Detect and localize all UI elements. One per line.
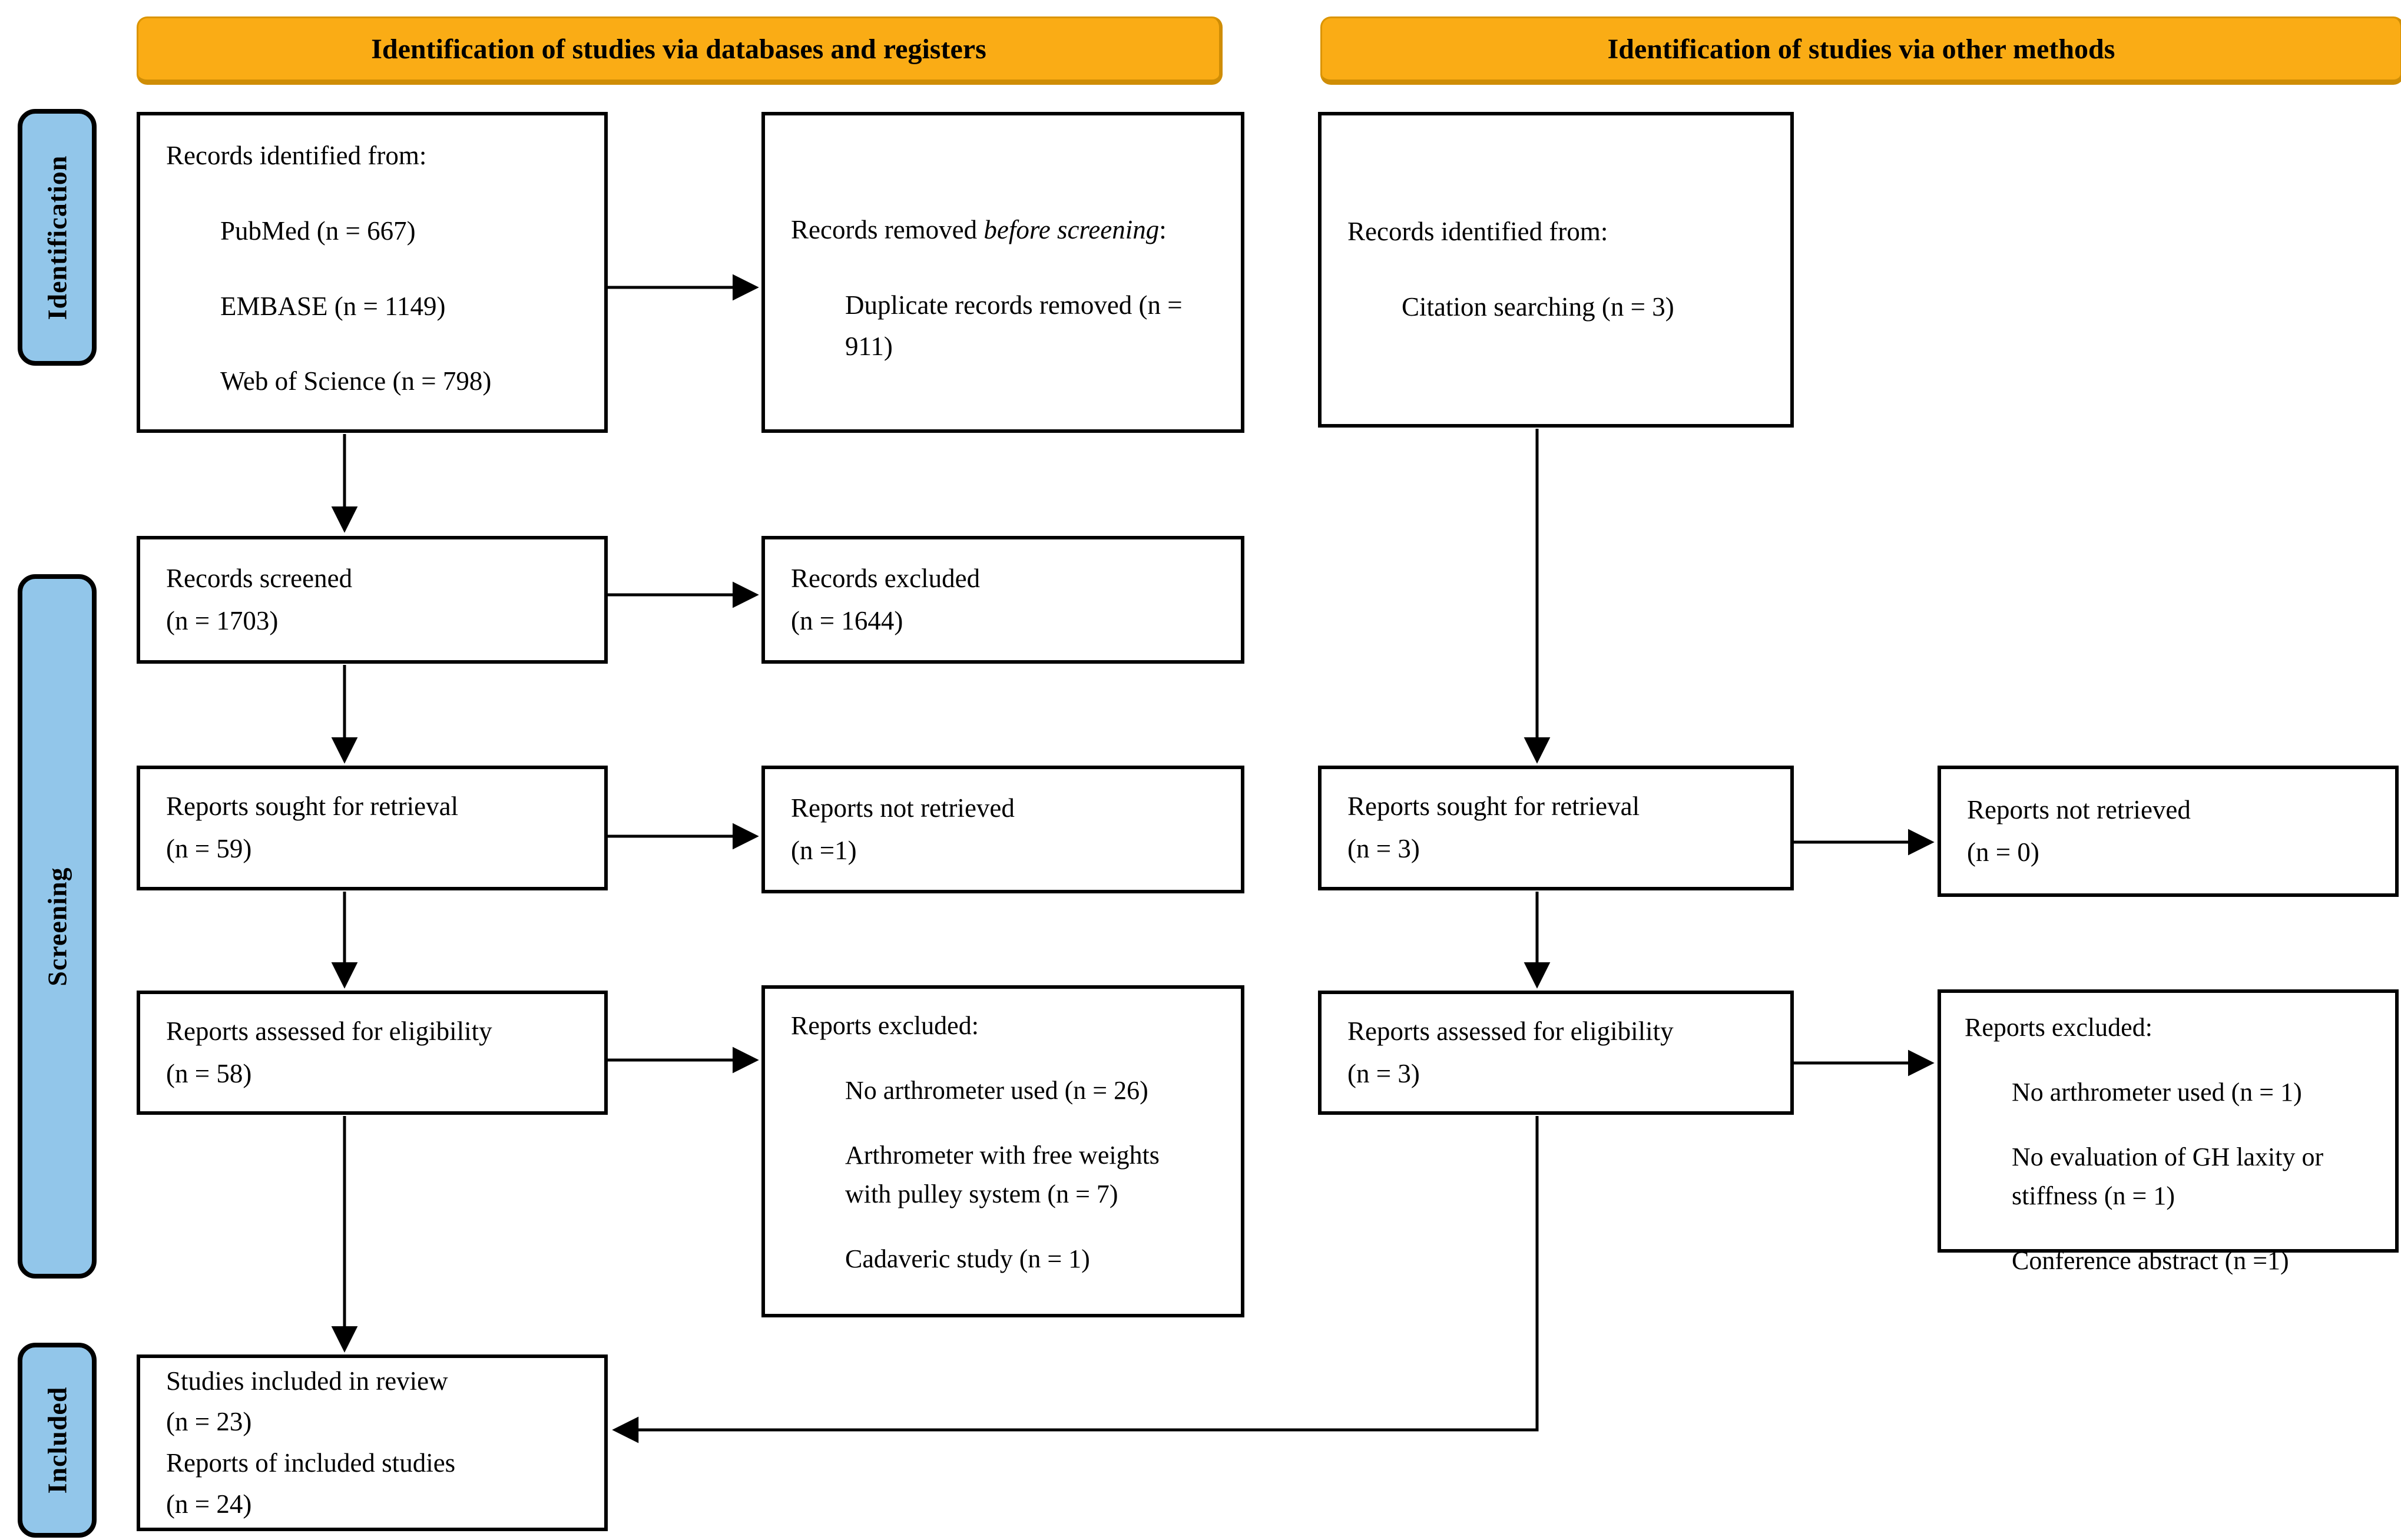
box-title: Reports not retrieved xyxy=(791,793,1015,823)
sidebar-tab-identification-label: Identification xyxy=(42,155,72,320)
excluded-reason: Conference abstract (n =1) xyxy=(2012,1246,2289,1275)
count: (n = 3) xyxy=(1347,1058,1420,1088)
count: (n = 58) xyxy=(166,1058,252,1088)
count: (n = 59) xyxy=(166,834,252,863)
excluded-reason: No evaluation of GH laxity or stiffness … xyxy=(2012,1142,2324,1210)
box-reports-assessed-databases: Reports assessed for eligibility (n = 58… xyxy=(137,991,608,1115)
included-line: (n = 24) xyxy=(166,1489,252,1519)
box-studies-included: Studies included in review (n = 23) Repo… xyxy=(137,1354,608,1531)
excluded-reason: Arthrometer with free weights with pulle… xyxy=(845,1141,1160,1208)
database-count: EMBASE (n = 1149) xyxy=(220,291,446,321)
count: (n = 1644) xyxy=(791,605,903,635)
excluded-reason: Cadaveric study (n = 1) xyxy=(845,1244,1090,1273)
box-records-excluded: Records excluded (n = 1644) xyxy=(761,536,1244,664)
title-normal: Records removed xyxy=(791,215,984,244)
sidebar-tab-identification: Identification xyxy=(18,109,97,366)
box-title: Records screened xyxy=(166,563,353,593)
box-title: Reports sought for retrieval xyxy=(166,791,459,822)
banner-other-methods-label: Identification of studies via other meth… xyxy=(1607,33,2115,65)
title-colon: : xyxy=(1159,215,1167,244)
removed-reason: Duplicate records removed (n = 911) xyxy=(845,290,1183,361)
database-count: PubMed (n = 667) xyxy=(220,216,416,246)
box-title: Reports excluded: xyxy=(1965,1013,2152,1042)
box-records-removed: Records removed before screening: Duplic… xyxy=(761,112,1244,433)
sidebar-tab-screening-label: Screening xyxy=(42,866,72,986)
count: (n = 3) xyxy=(1347,834,1420,863)
box-reports-sought-databases: Reports sought for retrieval (n = 59) xyxy=(137,766,608,890)
database-count: Web of Science (n = 798) xyxy=(220,366,492,396)
excluded-reason: No arthrometer used (n = 1) xyxy=(2012,1078,2302,1107)
included-line: (n = 23) xyxy=(166,1407,252,1437)
sidebar-tab-screening: Screening xyxy=(18,574,97,1279)
banner-databases-registers: Identification of studies via databases … xyxy=(137,16,1223,85)
box-title: Records identified from: xyxy=(1347,217,1608,247)
box-title: Records excluded xyxy=(791,563,981,593)
box-title: Reports assessed for eligibility xyxy=(1347,1016,1674,1046)
other-source-count: Citation searching (n = 3) xyxy=(1402,292,1674,322)
box-title: Reports excluded: xyxy=(791,1011,979,1040)
box-reports-sought-other: Reports sought for retrieval (n = 3) xyxy=(1318,766,1794,890)
box-records-identified-databases: Records identified from: PubMed (n = 667… xyxy=(137,112,608,433)
box-reports-not-retrieved-databases: Reports not retrieved (n =1) xyxy=(761,766,1244,893)
box-title: Reports not retrieved xyxy=(1967,794,2191,824)
count: (n =1) xyxy=(791,835,857,865)
box-title: Reports assessed for eligibility xyxy=(166,1016,492,1046)
box-reports-assessed-other: Reports assessed for eligibility (n = 3) xyxy=(1318,991,1794,1115)
box-reports-excluded-databases: Reports excluded: No arthrometer used (n… xyxy=(761,985,1244,1317)
banner-other-methods: Identification of studies via other meth… xyxy=(1320,16,2401,85)
sidebar-tab-included: Included xyxy=(18,1343,97,1538)
box-reports-excluded-other: Reports excluded: No arthrometer used (n… xyxy=(1938,989,2399,1275)
box-records-screened: Records screened (n = 1703) xyxy=(137,536,608,664)
count: (n = 0) xyxy=(1967,837,2039,867)
title-italic: before screening xyxy=(983,215,1160,244)
included-line: Studies included in review xyxy=(166,1366,448,1396)
box-title: Records removed before screening: xyxy=(791,210,1218,251)
banner-databases-registers-label: Identification of studies via databases … xyxy=(371,33,986,65)
excluded-reason: No arthrometer used (n = 26) xyxy=(845,1076,1148,1105)
box-reports-not-retrieved-other: Reports not retrieved (n = 0) xyxy=(1938,766,2399,897)
box-records-identified-other: Records identified from: Citation search… xyxy=(1318,112,1794,428)
box-title: Records identified from: xyxy=(166,141,427,170)
box-title: Reports sought for retrieval xyxy=(1347,791,1640,822)
count: (n = 1703) xyxy=(166,605,279,635)
sidebar-tab-included-label: Included xyxy=(42,1386,72,1494)
included-line: Reports of included studies xyxy=(166,1448,456,1478)
